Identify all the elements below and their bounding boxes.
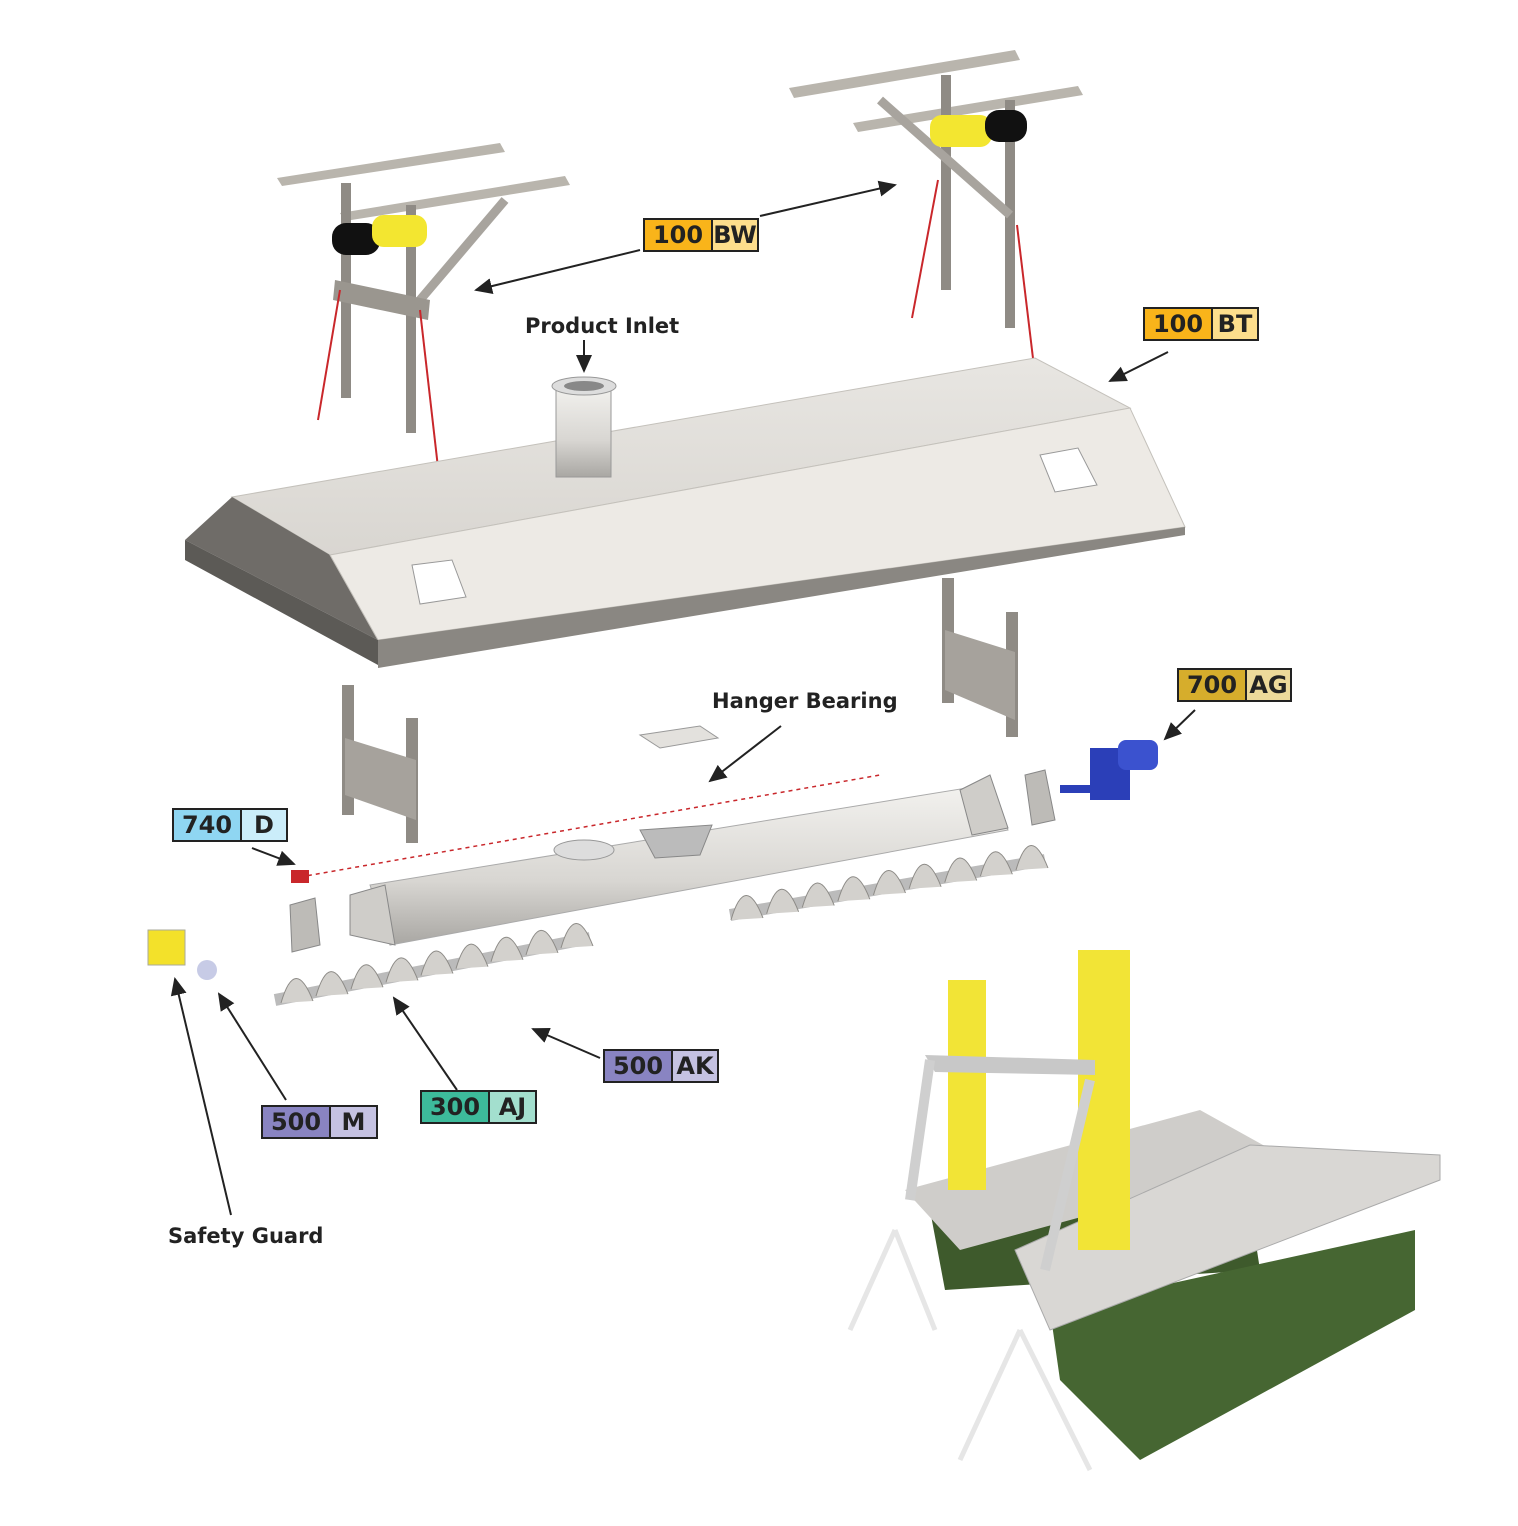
screw-flight [280,978,314,1004]
screw-flight [385,957,419,983]
screw-flight [525,930,559,956]
part-tag-code: D [242,810,286,840]
screw-flight [766,888,800,914]
part-tag-number: 500 [605,1051,673,1081]
part-tag-code: BT [1213,309,1257,339]
screw-flight [944,857,978,883]
part-tag-code: BW [713,220,757,250]
screw-flight [1015,845,1049,871]
part-tag-number: 500 [263,1107,331,1137]
part-tag-number: 700 [1179,670,1247,700]
right-hoist-frame [789,50,1083,376]
lower-hanger-frames [342,578,1018,843]
part-tag-number: 740 [174,810,242,840]
screw-flight [420,950,454,976]
installation-render [847,950,1441,1472]
screw-flight [979,851,1013,877]
part-tag-number: 100 [1145,309,1213,339]
screw-flight [560,923,594,949]
part-tag-number: 300 [422,1092,490,1122]
hood [185,357,1186,668]
screw-flight [350,964,384,990]
part-tag-number: 100 [645,220,713,250]
screw-flight [455,943,489,969]
screw-flights [280,845,1049,1004]
screw-flight [873,870,906,896]
part-tag-code: AK [673,1051,717,1081]
screw-flight [837,876,871,902]
product-inlet-label: Product Inlet [525,314,680,338]
part-tag-code: AJ [490,1092,535,1122]
left-hoist-frame [277,143,570,486]
hanger-bearing-label: Hanger Bearing [712,689,898,713]
trough [291,725,1009,946]
safety-guard [147,897,321,980]
screw-flight [490,936,524,962]
part-tag-code: M [331,1107,376,1137]
part-tag-code: AG [1247,670,1290,700]
drive-motor [1024,740,1158,826]
screw-flight [315,971,349,997]
leader-arrows [170,180,1196,1216]
safety-guard-label: Safety Guard [168,1224,324,1248]
screw-flight [801,882,835,908]
screw-flight [730,895,764,921]
screw-flight [908,863,942,889]
